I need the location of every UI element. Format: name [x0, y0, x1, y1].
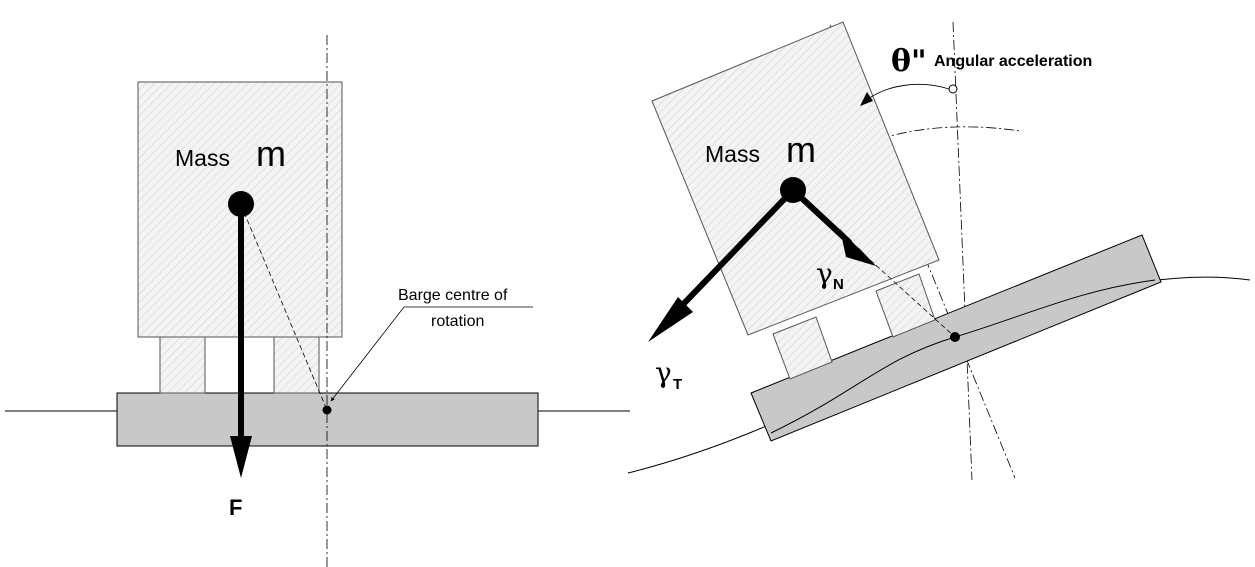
gamma-t-subscript: T [673, 376, 682, 393]
rotation-centre-dot [322, 405, 332, 415]
rotation-label-line2: rotation [431, 313, 484, 330]
mass-symbol-left: m [256, 133, 286, 174]
angular-acceleration-arc [862, 84, 950, 104]
water-curve-right [627, 276, 1251, 474]
mass-centre-dot-left [228, 191, 254, 217]
force-label: F [229, 495, 242, 520]
angular-pivot-circle [948, 84, 958, 94]
gamma-t-arrow-head [648, 297, 693, 342]
gamma-n-arrow-head [840, 229, 876, 266]
left-diagram: Mass m F Barge centre of rotation [5, 35, 630, 567]
mass-centre-dot-right [780, 177, 806, 203]
gamma-t-arrow-shaft [667, 187, 796, 321]
support-left-2 [273, 336, 320, 394]
angular-acceleration-label: Angular acceleration [934, 53, 1092, 70]
mass-label-left: Mass [175, 145, 230, 171]
rotation-label-line1: Barge centre of [398, 287, 508, 304]
force-arrow-head [230, 436, 252, 478]
support-right-1 [772, 316, 833, 380]
rotation-leader-line [330, 306, 533, 402]
mass-label-right: Mass [705, 141, 760, 167]
barge-left [116, 392, 539, 447]
gamma-n-subscript: N [833, 276, 844, 293]
support-left-1 [159, 336, 206, 394]
vertical-centre-line-right [952, 21, 973, 481]
gamma-n-symbol: γ [816, 257, 833, 290]
rotation-centre-dot-right [950, 332, 960, 342]
theta-symbol: θ" [891, 44, 927, 79]
gamma-t-symbol: γ [655, 356, 672, 389]
right-diagram: Mass m θ" Angular acceleration γ N γ T [627, 21, 1251, 481]
gamma-n-arrow-head-tip [838, 231, 878, 268]
mass-symbol-right: m [786, 129, 816, 170]
support-right-2 [875, 273, 936, 338]
angular-acceleration-arrowhead [860, 92, 873, 106]
radius-line-left [240, 204, 328, 411]
